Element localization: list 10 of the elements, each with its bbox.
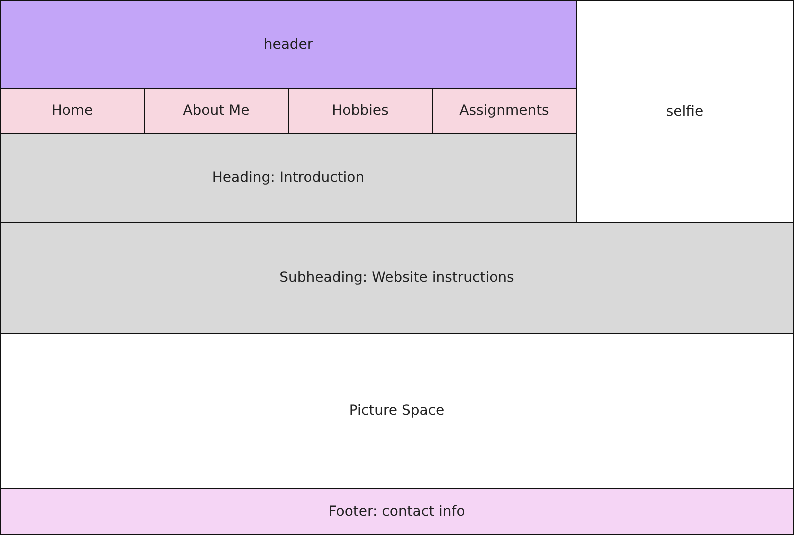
picture-panel: Picture Space xyxy=(0,333,794,489)
nav-tab: Hobbies xyxy=(288,88,433,134)
photo-panel: selfie xyxy=(576,0,794,223)
nav-tab: Assignments xyxy=(432,88,577,134)
heading-block: Heading: Introduction xyxy=(0,133,577,223)
nav-tab: About Me xyxy=(144,88,289,134)
nav-tab: Home xyxy=(0,88,145,134)
header-block: header xyxy=(0,0,577,89)
subheading-block: Subheading: Website instructions xyxy=(0,222,794,334)
footer-block: Footer: contact info xyxy=(0,488,794,535)
